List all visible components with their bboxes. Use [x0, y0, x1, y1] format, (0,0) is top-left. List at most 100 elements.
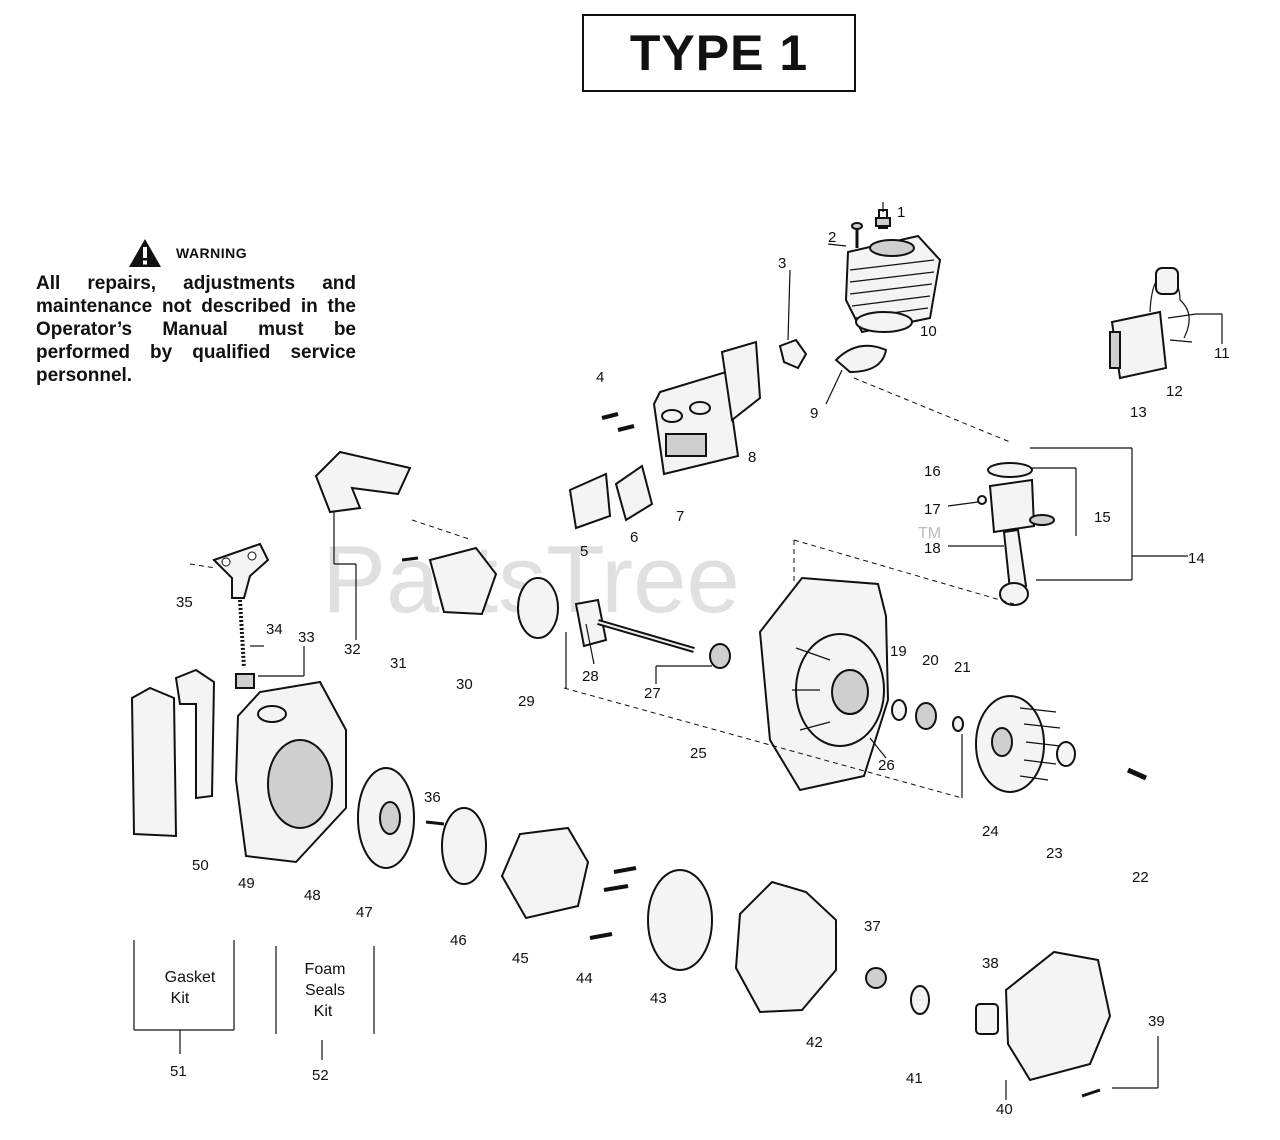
- fan-ring-drawing: [647, 869, 713, 971]
- fan-cover-drawing: [1004, 950, 1112, 1082]
- part-label-47[interactable]: 47: [356, 904, 373, 921]
- part-label-28[interactable]: 28: [582, 668, 599, 685]
- part-label-29[interactable]: 29: [518, 693, 535, 710]
- part-label-49[interactable]: 49: [238, 875, 255, 892]
- plate-46-drawing: [441, 807, 487, 885]
- part-label-37[interactable]: 37: [864, 918, 881, 935]
- part-label-33[interactable]: 33: [298, 629, 315, 646]
- clip-21-drawing: [952, 716, 964, 732]
- primer-key-drawing: [212, 542, 270, 689]
- muffler-gasket-drawing: [614, 464, 654, 522]
- part-label-51[interactable]: 51: [170, 1063, 187, 1080]
- part-label-4[interactable]: 4: [596, 369, 604, 386]
- part-label-23[interactable]: 23: [1046, 845, 1063, 862]
- part-label-46[interactable]: 46: [450, 932, 467, 949]
- part-label-3[interactable]: 3: [778, 255, 786, 272]
- deflector-drawing: [568, 472, 612, 530]
- part-label-13[interactable]: 13: [1130, 404, 1147, 421]
- part-label-20[interactable]: 20: [922, 652, 939, 669]
- seal-19-drawing: [891, 699, 907, 721]
- part-label-41[interactable]: 41: [906, 1070, 923, 1087]
- part-label-27[interactable]: 27: [644, 685, 661, 702]
- part-label-38[interactable]: 38: [982, 955, 999, 972]
- starter-pulley-drawing: [357, 767, 415, 869]
- crankcase-drawing: [758, 576, 890, 792]
- part-label-7[interactable]: 7: [676, 508, 684, 525]
- assembly-lines: [189, 377, 1015, 799]
- part-label-22[interactable]: 22: [1132, 869, 1149, 886]
- cylinder-drawing: [844, 234, 942, 334]
- part-label-11[interactable]: 11: [1214, 345, 1230, 362]
- nut-37-drawing: [865, 967, 887, 989]
- part-label-6[interactable]: 6: [630, 529, 638, 546]
- warning-notice: WARNING All repairs, adjustments and mai…: [36, 238, 356, 387]
- part-label-44[interactable]: 44: [576, 970, 593, 987]
- part-label-35[interactable]: 35: [176, 594, 193, 611]
- seal-20-drawing: [915, 702, 937, 730]
- part-label-52[interactable]: 52: [312, 1067, 329, 1084]
- part-label-19[interactable]: 19: [890, 643, 907, 660]
- ignition-module-drawing: [1109, 267, 1197, 380]
- screw-31-drawing: [401, 556, 419, 562]
- kit-names: Gasket Kit Foam Seals Kit: [165, 961, 346, 1020]
- part-label-24[interactable]: 24: [982, 823, 999, 840]
- part-label-14[interactable]: 14: [1188, 550, 1205, 567]
- part-label-45[interactable]: 45: [512, 950, 529, 967]
- part-label-43[interactable]: 43: [650, 990, 667, 1007]
- part-label-30[interactable]: 30: [456, 676, 473, 693]
- part-label-25[interactable]: 25: [690, 745, 707, 762]
- flywheel-drawing: [975, 695, 1061, 793]
- washer-41-drawing: [910, 985, 930, 1015]
- screw-36-drawing: [425, 820, 445, 826]
- part-label-42[interactable]: 42: [806, 1034, 823, 1051]
- carburetor-gasket-drawing: [314, 450, 412, 514]
- cylinder-gasket-drawing: [834, 344, 888, 374]
- spark-plug-drawing: [875, 202, 891, 229]
- crankshaft-drawing: [574, 598, 731, 669]
- part-label-39[interactable]: 39: [1148, 1013, 1165, 1030]
- diagram-title: TYPE 1: [629, 25, 809, 81]
- part-label-26[interactable]: 26: [878, 757, 895, 774]
- part-label-21[interactable]: 21: [954, 659, 971, 676]
- warning-heading: WARNING: [176, 245, 248, 261]
- part-label-40[interactable]: 40: [996, 1101, 1013, 1118]
- part-label-9[interactable]: 9: [810, 405, 818, 422]
- part-drawings: [130, 202, 1197, 1098]
- leader-lines: [250, 243, 1223, 1100]
- part-label-8[interactable]: 8: [748, 449, 756, 466]
- kit-name-foam-line1: Foam: [305, 961, 346, 978]
- foam-seal-left-drawing: [130, 686, 178, 838]
- kit-brackets: [133, 940, 375, 1060]
- impeller-drawing: [734, 880, 837, 1014]
- part-labels: 1 2 3 4 5 6 7 8 9 10 11 12 13 14 15 16 1…: [170, 204, 1230, 1118]
- part-label-32[interactable]: 32: [344, 641, 361, 658]
- screw-2-drawing: [851, 222, 863, 248]
- screws-44-drawing: [589, 866, 637, 940]
- foam-seal-right-drawing: [174, 668, 216, 800]
- muffler-shield-drawing: [720, 340, 762, 422]
- diagram-title-box: TYPE 1: [582, 14, 856, 92]
- blower-housing-drawing: [234, 680, 347, 864]
- part-label-2[interactable]: 2: [828, 229, 836, 246]
- part-label-5[interactable]: 5: [580, 543, 588, 560]
- part-label-18[interactable]: 18: [924, 540, 941, 557]
- part-label-17[interactable]: 17: [924, 501, 941, 518]
- part-label-16[interactable]: 16: [924, 463, 941, 480]
- part-label-10[interactable]: 10: [920, 323, 937, 340]
- warning-text: All repairs, adjustments and maintenance…: [36, 273, 356, 386]
- part-label-34[interactable]: 34: [266, 621, 283, 638]
- starter-housing-drawing: [500, 826, 590, 920]
- kit-name-gasket-line2: Kit: [171, 990, 190, 1007]
- part-label-12[interactable]: 12: [1166, 383, 1183, 400]
- part-label-50[interactable]: 50: [192, 857, 209, 874]
- part-label-1[interactable]: 1: [897, 204, 905, 221]
- part-label-48[interactable]: 48: [304, 887, 321, 904]
- intake-adapter-drawing: [428, 546, 498, 616]
- screws-39-drawing: [1081, 1088, 1101, 1098]
- part-label-36[interactable]: 36: [424, 789, 441, 806]
- part-label-15[interactable]: 15: [1094, 509, 1111, 526]
- kit-name-foam-line3: Kit: [314, 1003, 333, 1020]
- part-label-31[interactable]: 31: [390, 655, 407, 672]
- kit-name-foam-line2: Seals: [305, 982, 345, 999]
